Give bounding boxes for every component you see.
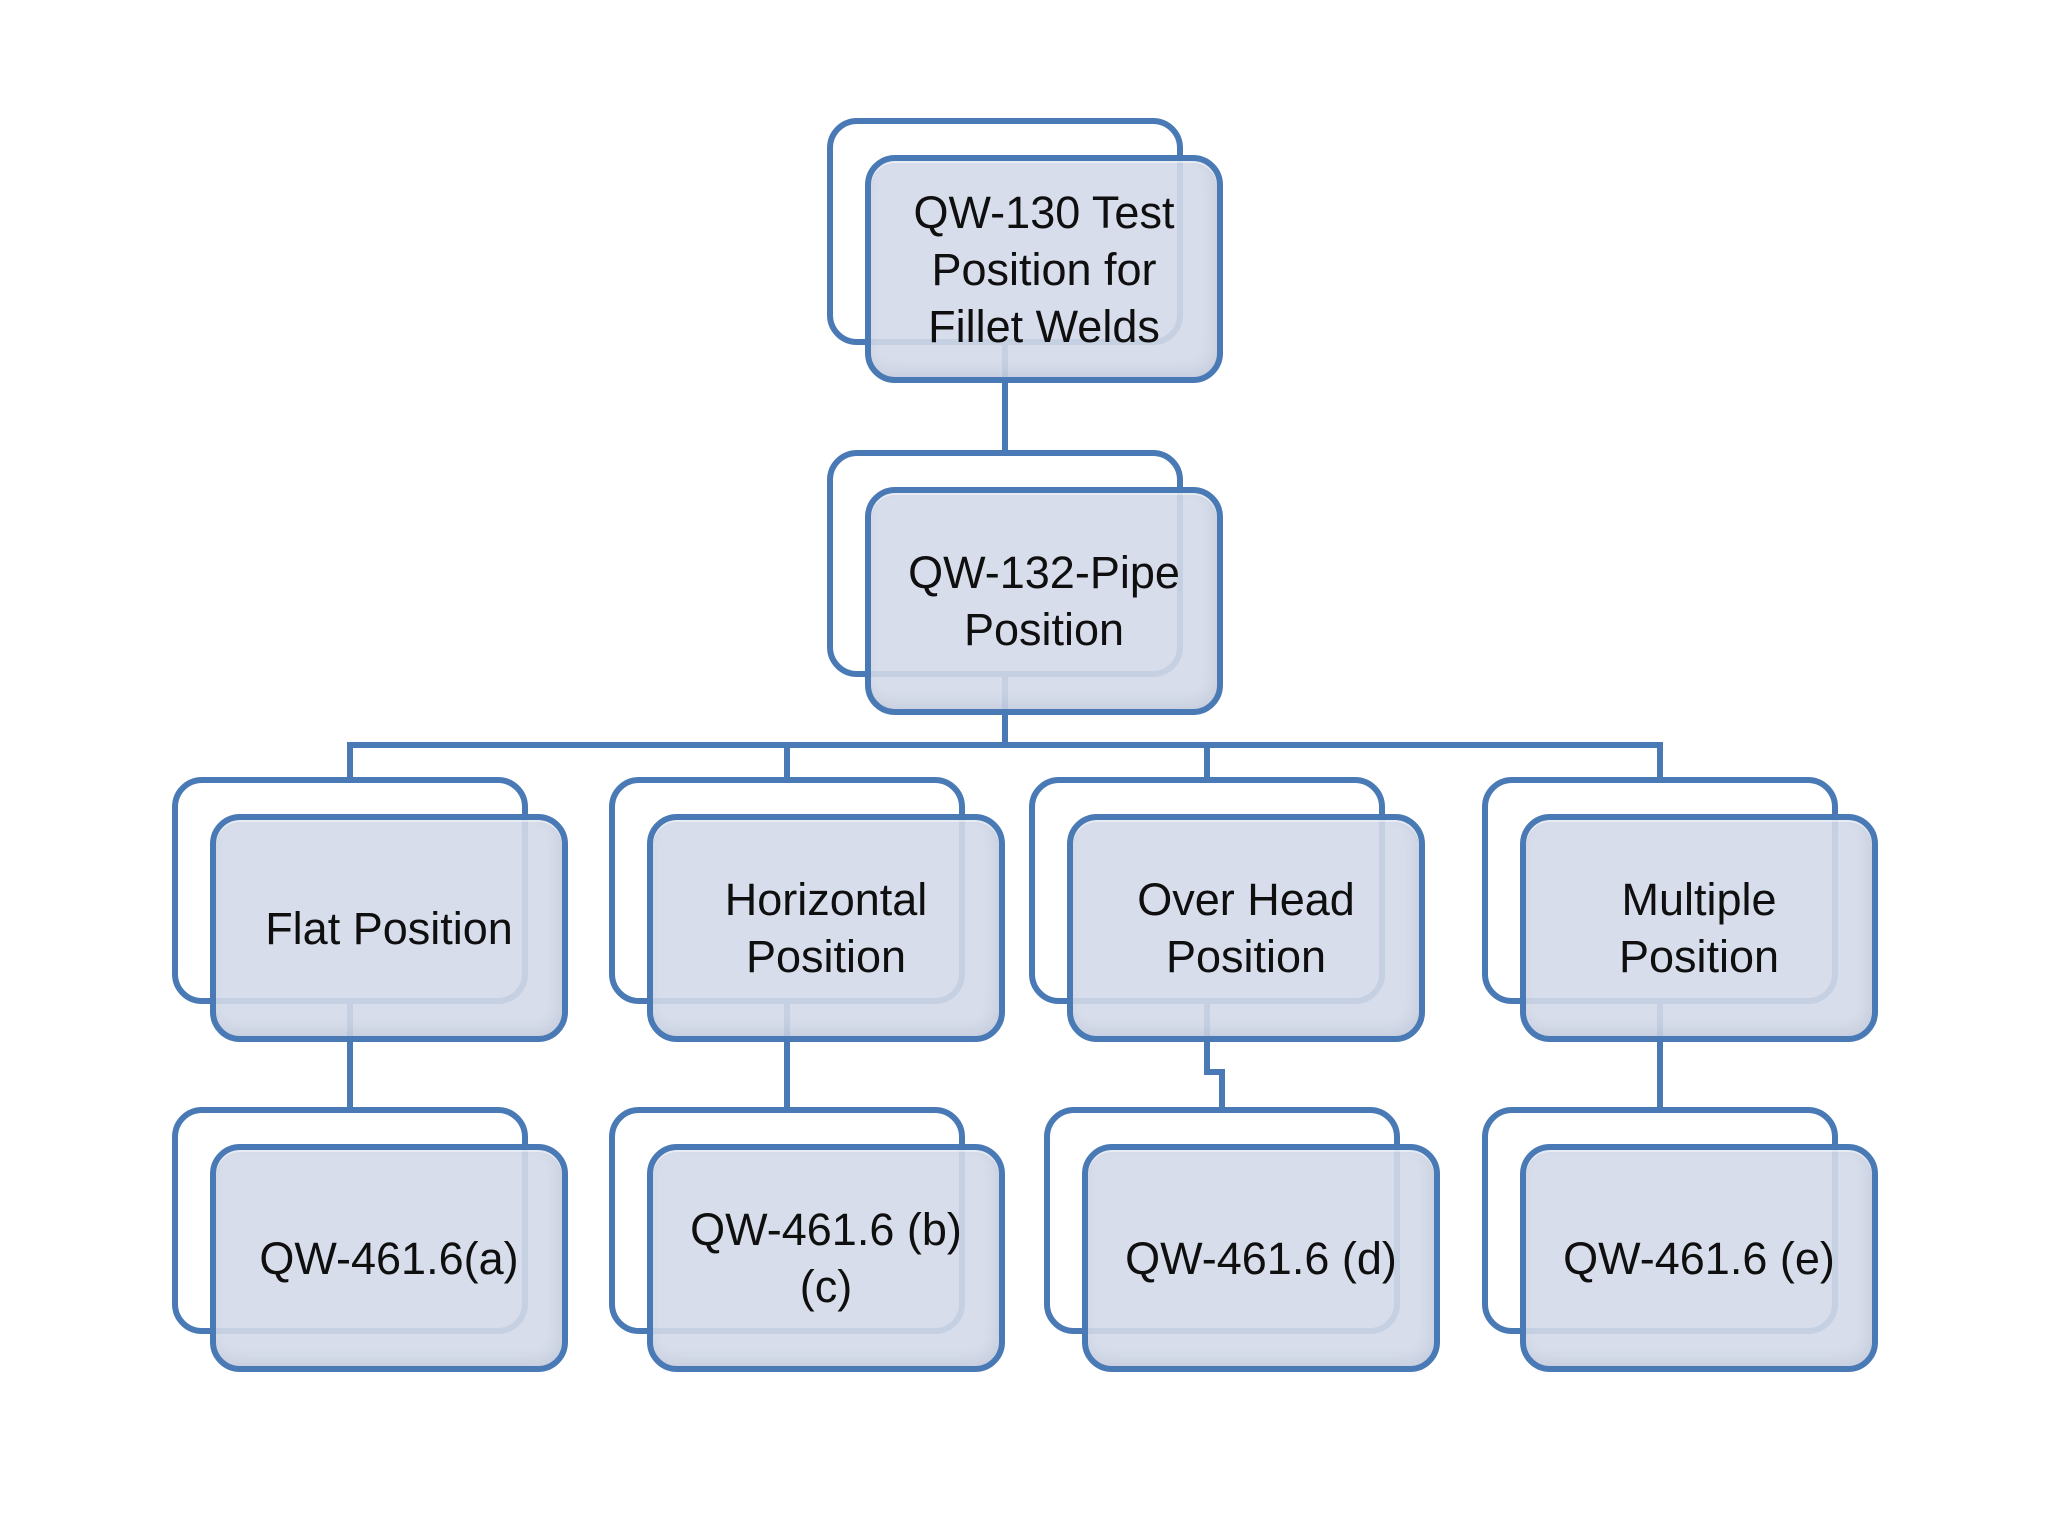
node-qw461e-box: QW-461.6 (e): [1520, 1144, 1878, 1372]
node-qw461bc-box: QW-461.6 (b)(c): [647, 1144, 1005, 1372]
node-qw461d-label: QW-461.6 (d): [1125, 1232, 1397, 1284]
node-qw132-box: QW-132-Pipe Position: [865, 487, 1223, 715]
node-qw461d-box: QW-461.6 (d): [1082, 1144, 1440, 1372]
node-qw461a-box: QW-461.6(a): [210, 1144, 568, 1372]
node-qw132-label: QW-132-Pipe Position: [908, 547, 1180, 655]
node-overhead-box: Over Head Position: [1067, 814, 1425, 1042]
connector-trunk: [347, 742, 1663, 777]
node-horizontal-box: Horizontal Position: [647, 814, 1005, 1042]
node-multiple-box: Multiple Position: [1520, 814, 1878, 1042]
node-qw130-box: QW-130 Test Position for Fillet Welds: [865, 155, 1223, 383]
node-horizontal-label: Horizontal Position: [724, 874, 928, 982]
node-flat-label: Flat Position: [265, 902, 513, 954]
node-qw461bc-label: QW-461.6 (b)(c): [690, 1204, 962, 1312]
node-multiple-label: Multiple Position: [1618, 874, 1780, 982]
node-flat-box: Flat Position: [210, 814, 568, 1042]
node-overhead-label: Over Head Position: [1137, 874, 1355, 982]
node-qw461a-label: QW-461.6(a): [259, 1232, 519, 1284]
node-qw130-label: QW-130 Test Position for Fillet Welds: [913, 186, 1175, 352]
node-qw461e-label: QW-461.6 (e): [1563, 1232, 1835, 1284]
